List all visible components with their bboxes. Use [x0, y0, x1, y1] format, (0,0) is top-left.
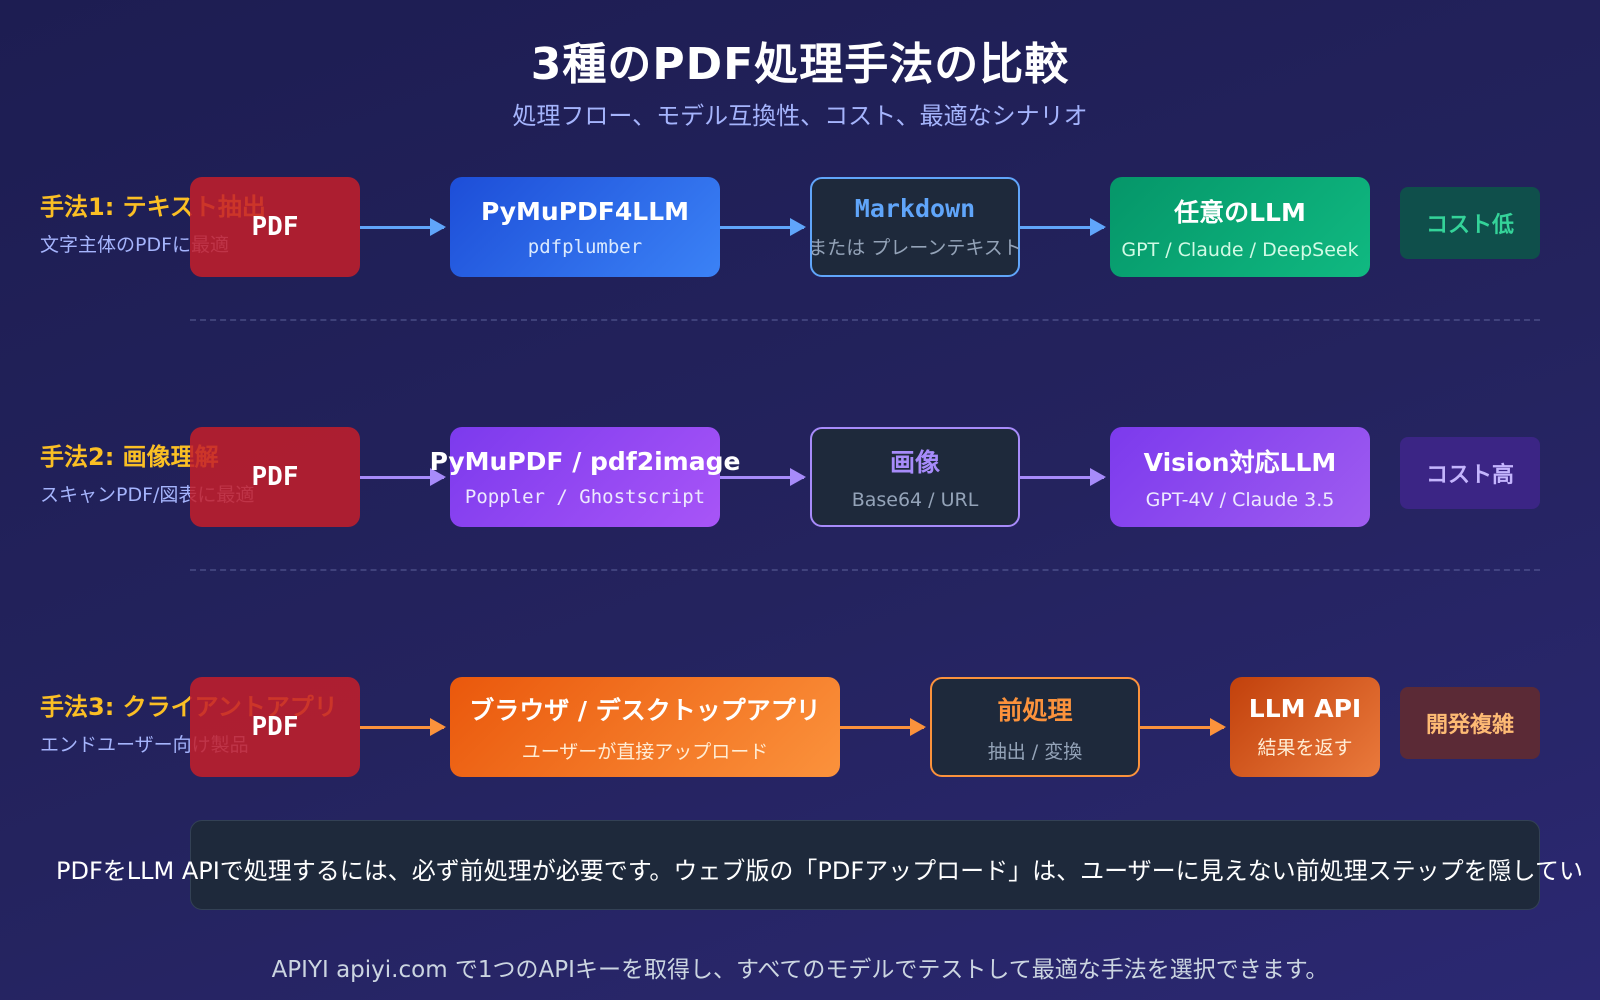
method-2-model-sub: GPT-4V / Claude 3.5 [1145, 489, 1335, 511]
method-3-tool-main: ブラウザ / デスクトップアプリ [469, 695, 821, 725]
method-3-format-box: 前処理 抽出 / 変換 [930, 677, 1140, 777]
method-2-arrow-3 [1020, 468, 1106, 486]
method-1-arrow-2 [720, 218, 806, 236]
method-3-model-sub: 結果を返す [1257, 737, 1353, 759]
method-2-format-main: 画像 [889, 448, 940, 477]
method-2-tool-main: PyMuPDF / pdf2image [429, 446, 741, 476]
method-1-row: 手法1: テキスト抽出 文字主体のPDFに最適 PDF PyMuPDF4LLM … [0, 177, 1600, 277]
method-1-cost-badge: コスト低 [1400, 187, 1540, 259]
method-1-tool-box: PyMuPDF4LLM pdfplumber [450, 177, 720, 277]
method-3-cost-badge: 開発複雑 [1400, 687, 1540, 759]
method-3-pdf-label: PDF [251, 712, 299, 742]
method-3-format-sub: 抽出 / 変換 [987, 740, 1083, 763]
method-3-model-box: LLM API 結果を返す [1230, 677, 1380, 777]
method-2-arrow-1 [360, 468, 446, 486]
method-1-tool-main: PyMuPDF4LLM [480, 196, 690, 226]
method-1-format-sub: または プレーンテキスト [808, 237, 1022, 259]
note-panel [190, 820, 1540, 910]
method-1-pdf-label: PDF [251, 212, 299, 242]
method-3-pdf-box: PDF [190, 677, 360, 777]
method-3-tool-sub: ユーザーが直接アップロード [521, 740, 769, 763]
method-2-tool-sub: Poppler / Ghostscript [464, 485, 706, 508]
footer-text: APIYI apiyi.com で1つのAPIキーを取得し、すべてのモデルでテス… [271, 957, 1329, 983]
method-3-model-main: LLM API [1248, 694, 1362, 723]
method-1-pdf-box: PDF [190, 177, 360, 277]
method-2-name: 手法2: 画像理解 [40, 443, 219, 471]
method-2-model-main: Vision対応LLM [1143, 448, 1337, 477]
method-1-arrow-1 [360, 218, 446, 236]
method-2-tool-box: PyMuPDF / pdf2image Poppler / Ghostscrip… [430, 427, 740, 527]
method-2-pdf-box: PDF [190, 427, 360, 527]
method-1-model-box: 任意のLLM GPT / Claude / DeepSeek [1110, 177, 1370, 277]
method-3-row: 手法3: クライアントアプリ エンドユーザー向け製品 PDF ブラウザ / デス… [0, 677, 1600, 777]
method-2-pdf-label: PDF [251, 462, 299, 492]
method-1-model-main: 任意のLLM [1174, 198, 1306, 227]
method-2-format-sub: Base64 / URL [851, 489, 979, 511]
method-1-arrow-3 [1020, 218, 1106, 236]
method-1-model-sub: GPT / Claude / DeepSeek [1121, 239, 1359, 261]
method-2-row: 手法2: 画像理解 スキャンPDF/図表に最適 PDF PyMuPDF / pd… [0, 427, 1600, 527]
method-1-format-main: Markdown [854, 194, 976, 223]
method-2-cost-badge: コスト高 [1400, 437, 1540, 509]
method-2-model-box: Vision対応LLM GPT-4V / Claude 3.5 [1110, 427, 1370, 527]
method-1-format-box: Markdown または プレーンテキスト [808, 177, 1022, 277]
note-text: PDFをLLM APIで処理するには、必ず前処理が必要です。ウェブ版の「PDFア… [56, 857, 1583, 885]
row-divider-1 [190, 319, 1540, 321]
diagram-title: 3種のPDF処理手法の比較 [530, 39, 1070, 90]
method-3-format-main: 前処理 [997, 695, 1073, 725]
method-3-arrow-1 [360, 718, 446, 736]
method-3-arrow-3 [1140, 718, 1226, 736]
method-1-desc: 文字主体のPDFに最適 [40, 234, 230, 256]
row-divider-2 [190, 569, 1540, 571]
method-2-format-box: 画像 Base64 / URL [810, 427, 1020, 527]
diagram-subtitle: 処理フロー、モデル互換性、コスト、最適なシナリオ [512, 102, 1088, 130]
method-2-arrow-2 [720, 468, 806, 486]
method-1-tool-sub: pdfplumber [527, 235, 643, 258]
method-3-tool-box: ブラウザ / デスクトップアプリ ユーザーが直接アップロード [450, 677, 840, 777]
method-3-arrow-2 [840, 718, 926, 736]
